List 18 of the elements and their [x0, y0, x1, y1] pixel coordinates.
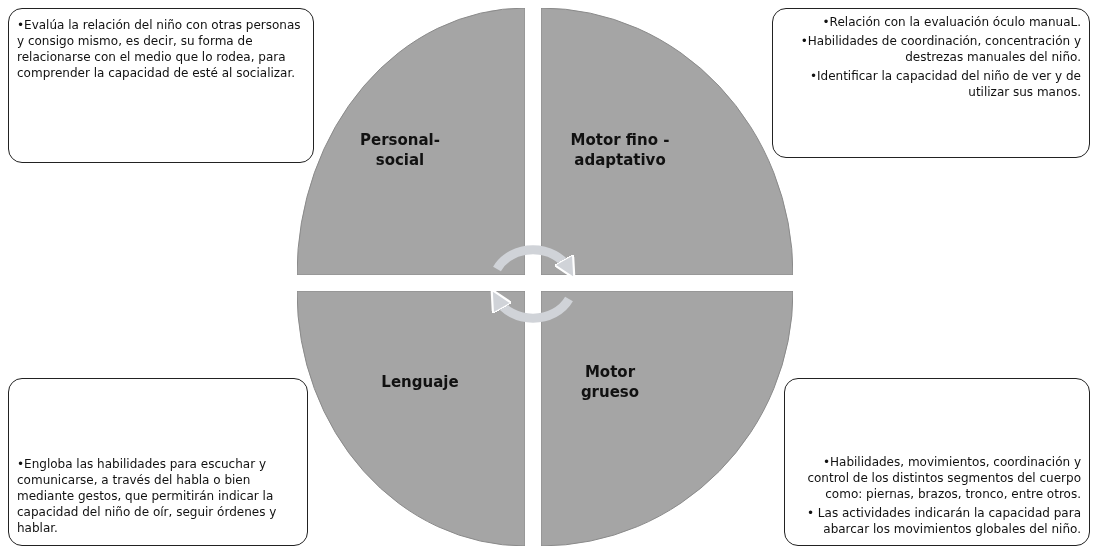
quadrant-shape	[541, 8, 793, 275]
quadrant-label: Motor fino - adaptativo	[569, 130, 671, 170]
text-box	[772, 8, 1090, 158]
bullet-text: • Las actividades indicarán la capacidad para abarcar los movimientos globales del niño.	[805, 505, 1081, 537]
text-box	[8, 378, 308, 546]
bullet-text: •Engloba las habilidades para escuchar y comunicarse, a través del habla o bien mediante gestos, que permitirán indicar la capacidad del niño de oír, seguir órdenes y hablar.	[17, 456, 278, 536]
bullet-text: •Relación con la evaluación óculo manuaL.	[821, 14, 1081, 30]
bullet-text: •Habilidades, movimientos, coordinación y control de los distintos segmentos del cuerpo como: piernas, brazos, tronco, entre otros.	[806, 454, 1081, 502]
quadrant-label: Motor grueso	[579, 362, 641, 402]
bullet-text: •Identificar la capacidad del niño de ver y de utilizar sus manos.	[808, 68, 1081, 100]
bullet-text: •Evalúa la relación del niño con otras personas y consigo mismo, es decir, su forma de relacionarse con el medio que lo rodea, para comprender la capacidad de esté al socializar.	[17, 17, 302, 81]
quadrant-label: Personal- social	[359, 130, 441, 170]
text-box	[8, 8, 314, 163]
text-box	[784, 378, 1090, 546]
quadrant-label: Lenguaje	[380, 372, 460, 392]
quadrant-shape	[297, 291, 525, 546]
quadrant-shape	[541, 291, 793, 546]
bullet-text: •Habilidades de coordinación, concentración y destrezas manuales del niño.	[799, 33, 1081, 65]
